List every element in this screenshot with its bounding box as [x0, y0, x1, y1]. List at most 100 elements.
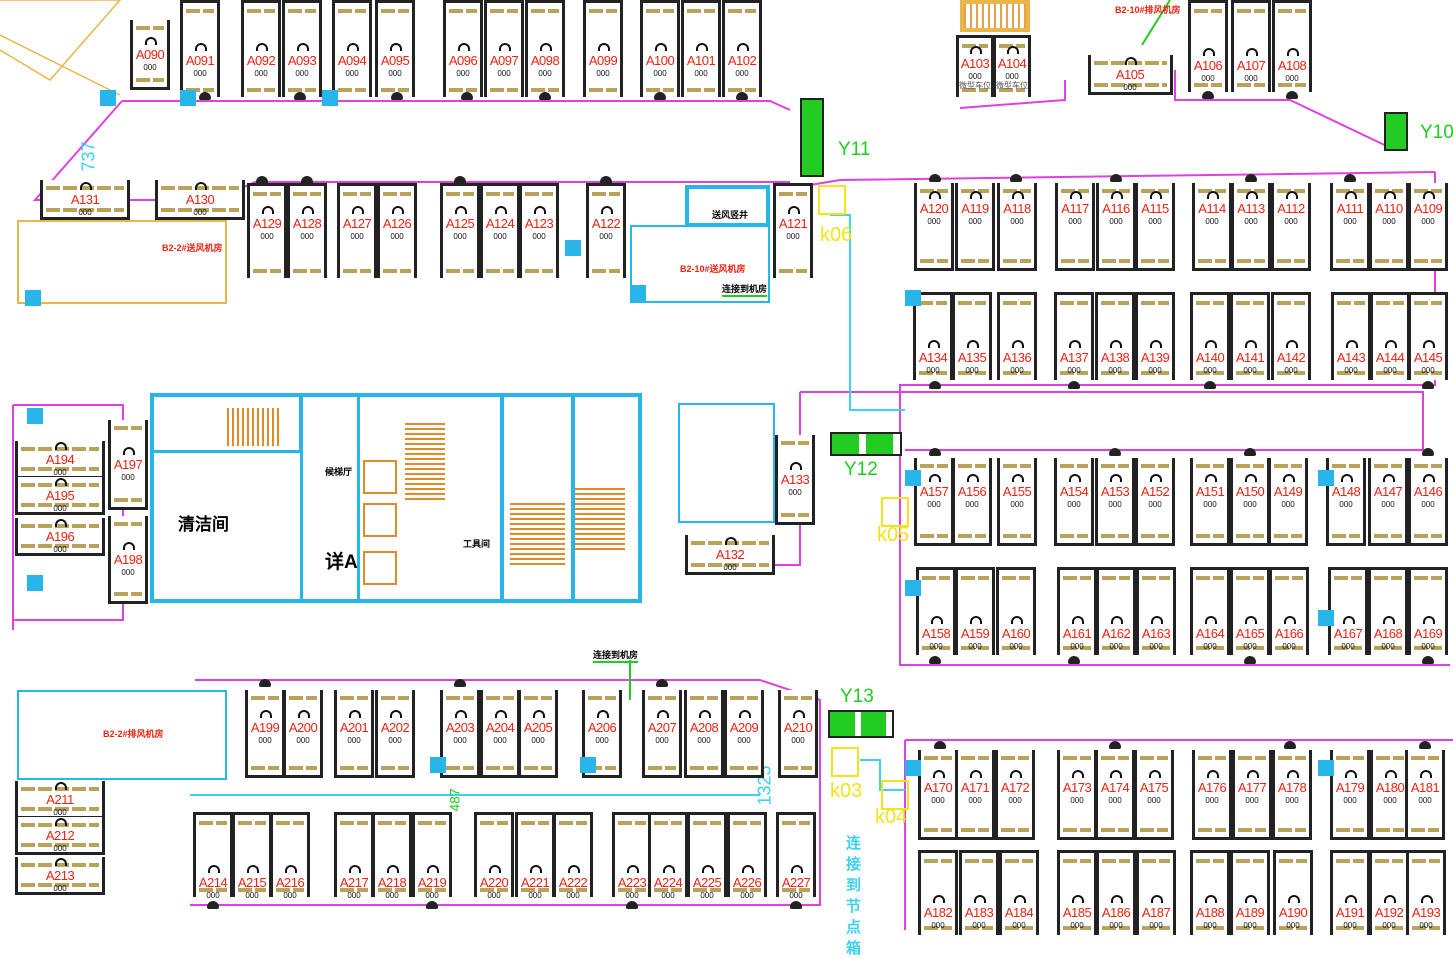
stall-number: 000 [1421, 217, 1435, 226]
parking-sensor-icon [55, 478, 67, 486]
dimension-487: 487 [446, 788, 463, 812]
stall-number: 000 [1009, 642, 1023, 651]
parking-sensor-icon [627, 865, 639, 873]
column [565, 240, 581, 256]
stall-number: 000 [965, 500, 979, 509]
stall-number: 000 [390, 232, 404, 241]
wheel-stop [1332, 464, 1360, 468]
stall-label: A187 [1141, 905, 1171, 920]
wheel-stop [1101, 301, 1129, 305]
stall-label: A165 [1235, 626, 1265, 641]
core-divider-3 [500, 393, 575, 603]
camera-icon [1109, 448, 1121, 456]
column [430, 757, 446, 773]
parking-sensor-icon [1205, 895, 1217, 903]
wheel-stop [1194, 9, 1222, 13]
wheel-stop [1194, 83, 1222, 87]
wheel-stop [1141, 371, 1169, 375]
wheel-stop [1275, 646, 1303, 650]
wheel-stop [418, 888, 446, 892]
stall-number: 000 [1148, 217, 1162, 226]
wheel-stop [1414, 464, 1442, 468]
camera-icon [929, 656, 941, 664]
parking-sensor-icon [1343, 616, 1355, 624]
wheel-stop [1102, 259, 1130, 263]
stall-label: A167 [1333, 626, 1363, 641]
stall-label: A127 [342, 216, 372, 231]
wheel-stop [693, 821, 721, 825]
stall-number: 000 [347, 736, 361, 745]
wheel-stop [1336, 859, 1364, 863]
camera-icon [1068, 656, 1080, 664]
wheel-stop [592, 192, 620, 196]
wheel-stop [728, 88, 756, 92]
stall-label: A155 [1002, 484, 1032, 499]
wheel-stop [480, 888, 508, 892]
wheel-stop [338, 9, 366, 13]
column [322, 90, 338, 106]
stall-label: A154 [1059, 484, 1089, 499]
stall-label: A115 [1141, 201, 1169, 216]
wheel-stop [1374, 646, 1402, 650]
stall-label: A206 [587, 720, 617, 735]
wheel-stop [924, 756, 952, 760]
stall-label: A136 [1002, 350, 1032, 365]
stall-label: A192 [1374, 905, 1404, 920]
wheel-stop [648, 696, 676, 700]
wheel-stop [690, 696, 718, 700]
wheel-stop [1196, 464, 1224, 468]
parking-sensor-icon [347, 43, 359, 51]
parking-sensor-icon [929, 191, 941, 199]
stall-label: A117 [1061, 201, 1089, 216]
wheel-stop [1376, 301, 1404, 305]
stall-number: 000 [295, 69, 309, 78]
stall-number: 000 [53, 844, 67, 853]
stall-number: 000 [1243, 500, 1257, 509]
camera-icon [654, 92, 666, 100]
stall-number: 000 [786, 232, 800, 241]
wheel-stop [924, 828, 952, 832]
stall-label: A171 [960, 780, 990, 795]
wheel-stop [253, 269, 281, 273]
wheel-stop [1336, 926, 1364, 930]
stall-number: 000 [599, 232, 613, 241]
parking-sensor-icon [499, 43, 511, 51]
wheel-stop [276, 821, 304, 825]
stall-label: A092 [246, 53, 276, 68]
stall-label: A132 [715, 547, 745, 562]
stall-number: 000 [388, 736, 402, 745]
wheel-stop [253, 192, 281, 196]
wheel-stop [1336, 828, 1364, 832]
stall-number: 000 [1005, 72, 1019, 81]
parking-sensor-icon [967, 340, 979, 348]
parking-sensor-icon [1384, 895, 1396, 903]
sign-y10 [1384, 112, 1408, 151]
stall-label: A139 [1140, 350, 1170, 365]
wheel-stop [1002, 576, 1030, 580]
parking-sensor-icon [1069, 474, 1081, 482]
wheel-stop [1277, 371, 1305, 375]
wheel-stop [1142, 576, 1170, 580]
camera-icon [600, 176, 612, 184]
stall-number: 000 [1382, 921, 1396, 930]
stall-label: A114 [1198, 201, 1226, 216]
stall-label: A198 [113, 552, 143, 567]
camera-icon [1422, 381, 1434, 389]
parking-sensor-icon [1287, 770, 1299, 778]
stall-number: 000 [193, 208, 207, 217]
stall-number: 000 [1070, 921, 1084, 930]
